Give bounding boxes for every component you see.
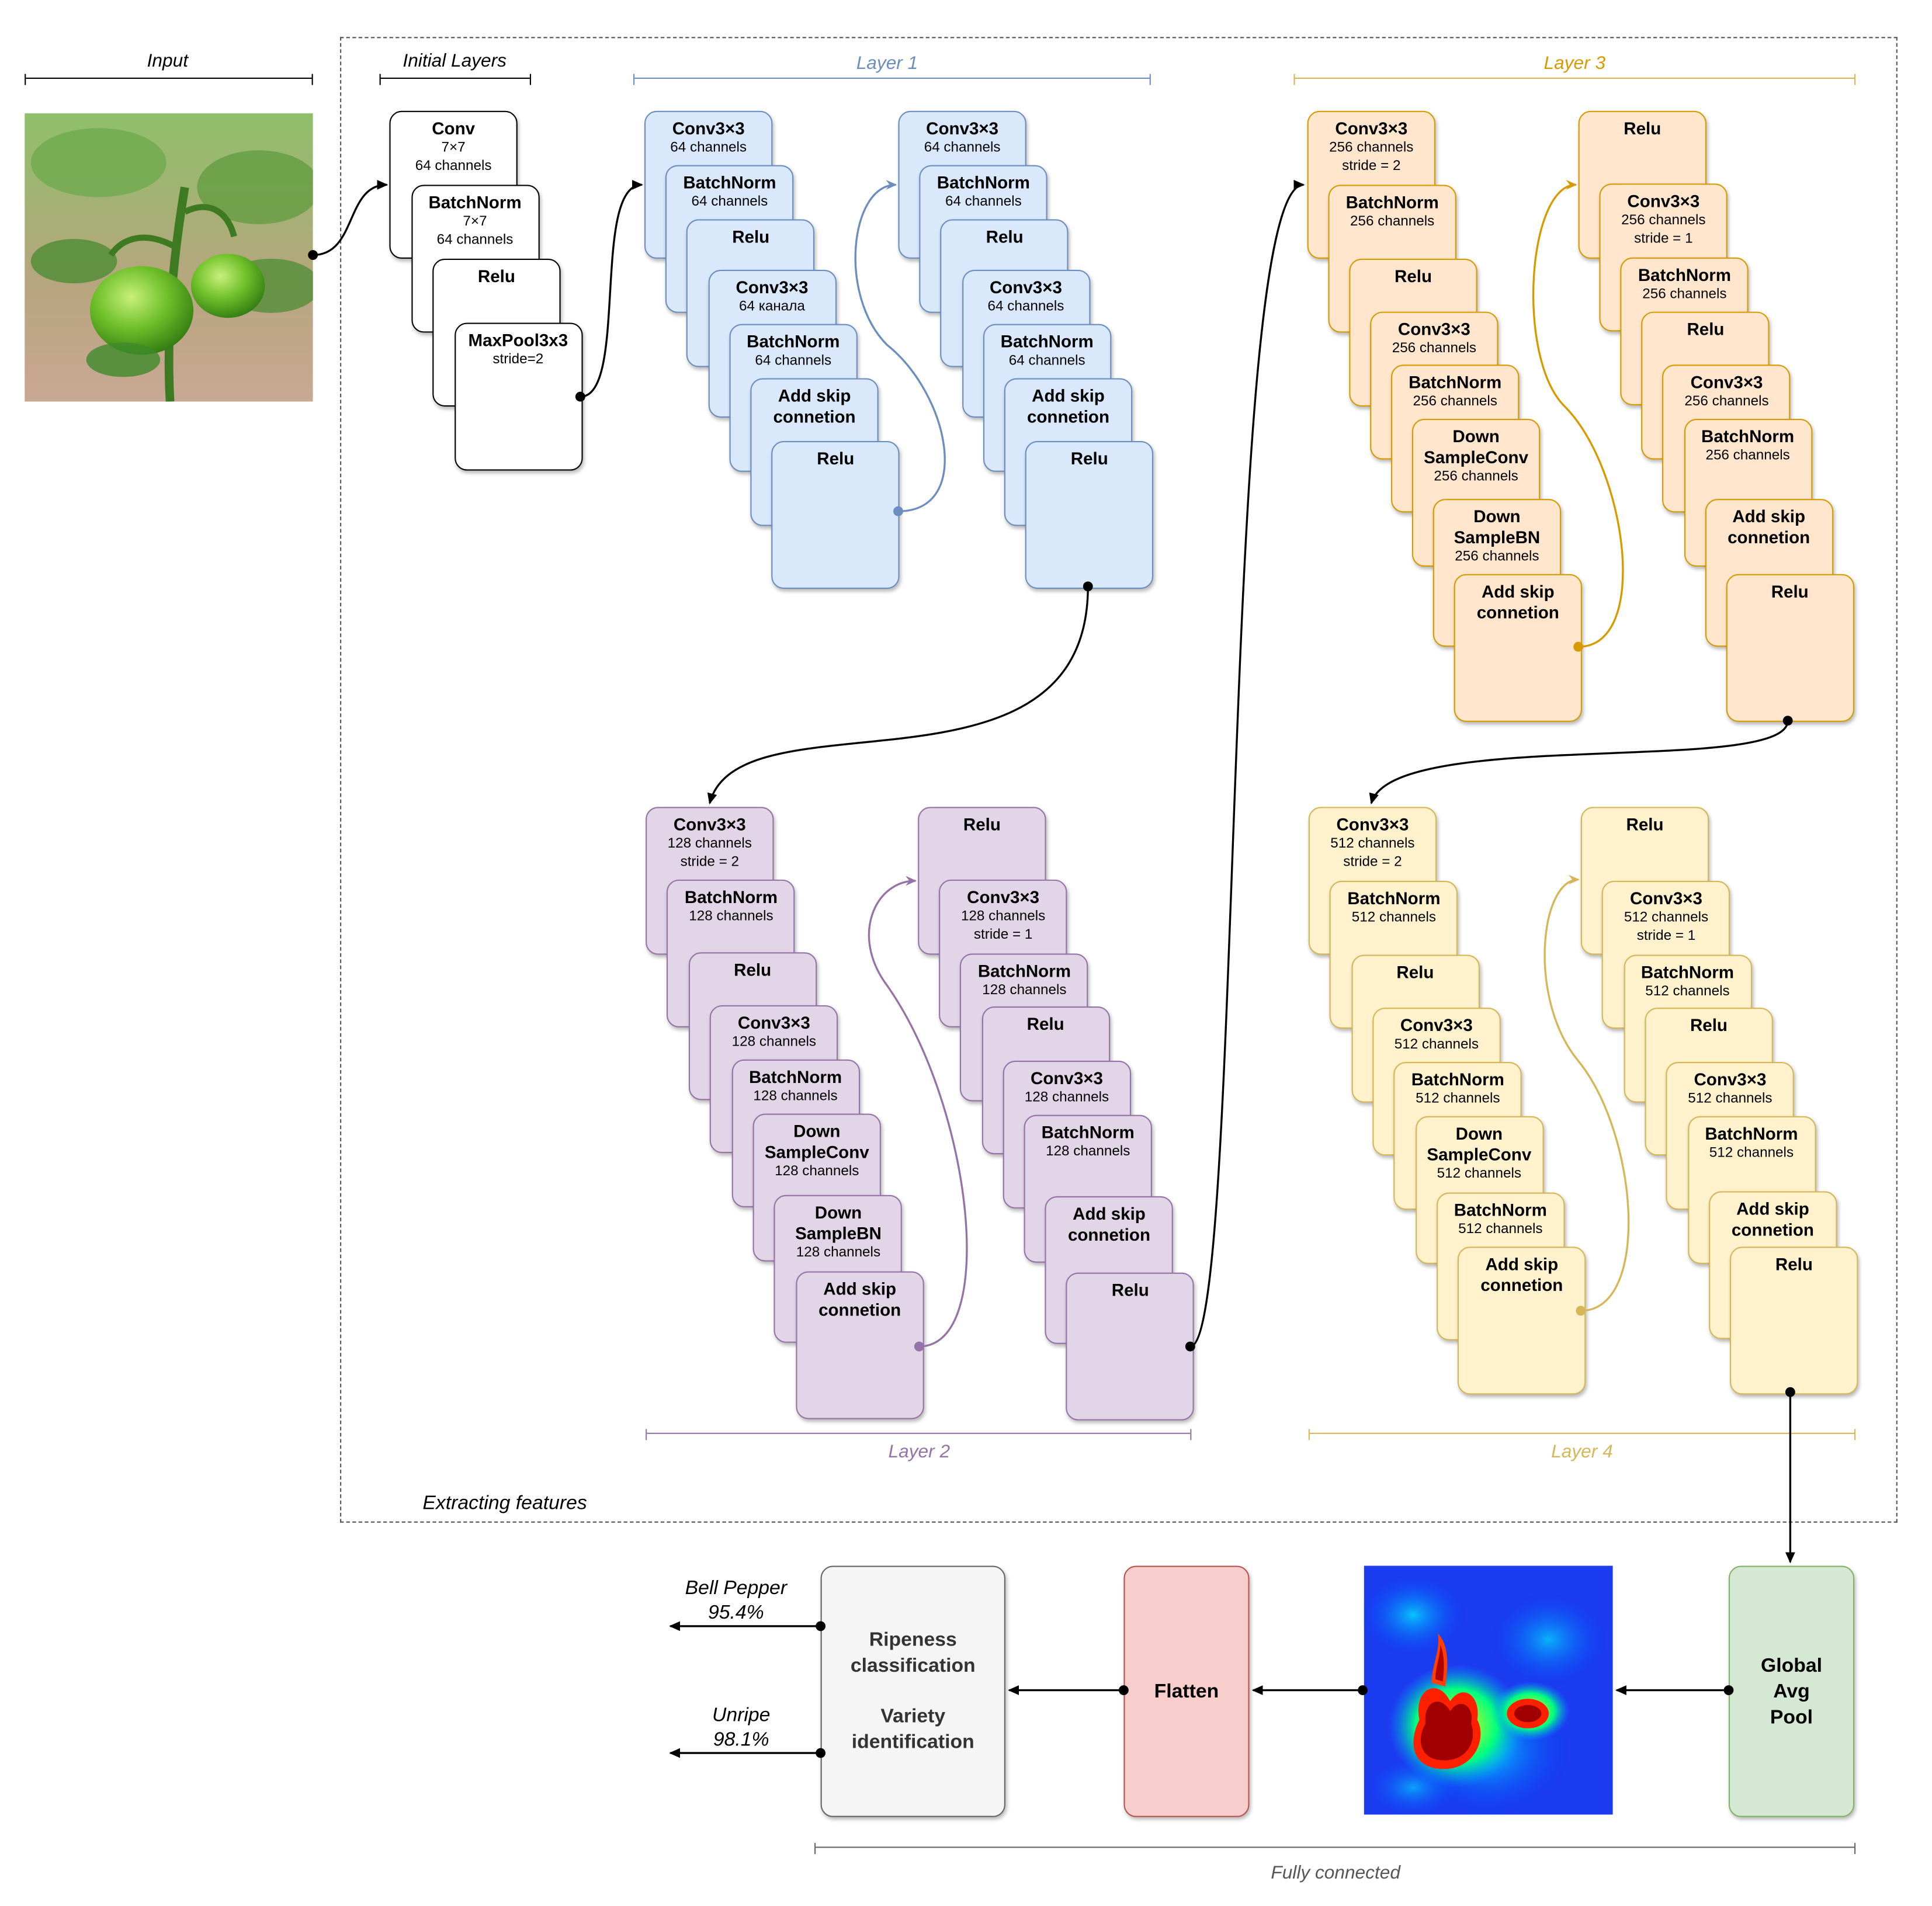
output-variety: Bell Pepper 95.4% [685, 1577, 787, 1626]
layer4-bracket [1308, 1429, 1856, 1440]
output-ripeness-value: 98.1% [713, 1730, 769, 1751]
input-section-label: Input [147, 50, 189, 72]
extracting-features-region [340, 37, 1898, 1523]
output-variety-value: 95.4% [707, 1602, 764, 1624]
output-variety-label: Bell Pepper [685, 1578, 788, 1599]
layer3-bracket [1293, 74, 1856, 85]
skip-layer1-a [854, 179, 946, 512]
layer1-bracket [633, 74, 1151, 85]
layer2-b-block-8: Relu [1066, 1272, 1195, 1421]
edge-input-to-conv [313, 179, 389, 256]
skip-layer2-a [868, 876, 968, 1348]
edge-layer3-to-layer4 [1369, 720, 1789, 805]
layer4-a-block-8: Add skip connetion [1458, 1247, 1586, 1395]
edge-layer1-to-layer2 [707, 586, 1089, 805]
flatten-block: Flatten [1123, 1565, 1250, 1817]
variety-identification-label: Variety identification [851, 1706, 974, 1754]
input-bracket [25, 74, 313, 85]
extracting-features-label: Extracting features [422, 1493, 587, 1514]
output-ripeness: Unripe 98.1% [712, 1704, 770, 1753]
layer3-b-block-8: Relu [1726, 574, 1854, 722]
layer3-label: Layer 3 [1543, 53, 1606, 74]
skip-layer4-a [1543, 874, 1630, 1312]
edge-initial-to-layer1 [580, 179, 643, 398]
fully-connected-label: Fully connected [1271, 1862, 1400, 1884]
fully-connected-bracket [814, 1843, 1856, 1855]
feature-heatmap-image [1364, 1565, 1613, 1815]
layer1-label: Layer 1 [856, 53, 918, 74]
edge-layer2-to-layer3 [1189, 180, 1305, 1348]
layer4-label: Layer 4 [1551, 1441, 1613, 1463]
output-ripeness-label: Unripe [712, 1704, 771, 1726]
initial-layers-label: Initial Layers [403, 50, 507, 72]
layer2-a-block-8: Add skip connetion [795, 1271, 924, 1419]
layer2-label: Layer 2 [888, 1441, 951, 1463]
ripeness-classification-label: Ripeness classification [850, 1630, 976, 1677]
layer2-bracket [646, 1429, 1192, 1440]
layer3-a-block-8: Add skip connetion [1454, 574, 1582, 722]
initial-layers-bracket [379, 74, 531, 85]
classifier-block: Ripeness classification Variety identifi… [820, 1565, 1005, 1817]
global-avg-pool-block: Global Avg Pool [1728, 1565, 1855, 1817]
layer4-b-block-8: Relu [1730, 1247, 1858, 1395]
skip-layer3-a [1532, 179, 1624, 648]
layer1-b-block-7: Relu [1025, 441, 1154, 589]
input-pepper-image [25, 113, 313, 402]
